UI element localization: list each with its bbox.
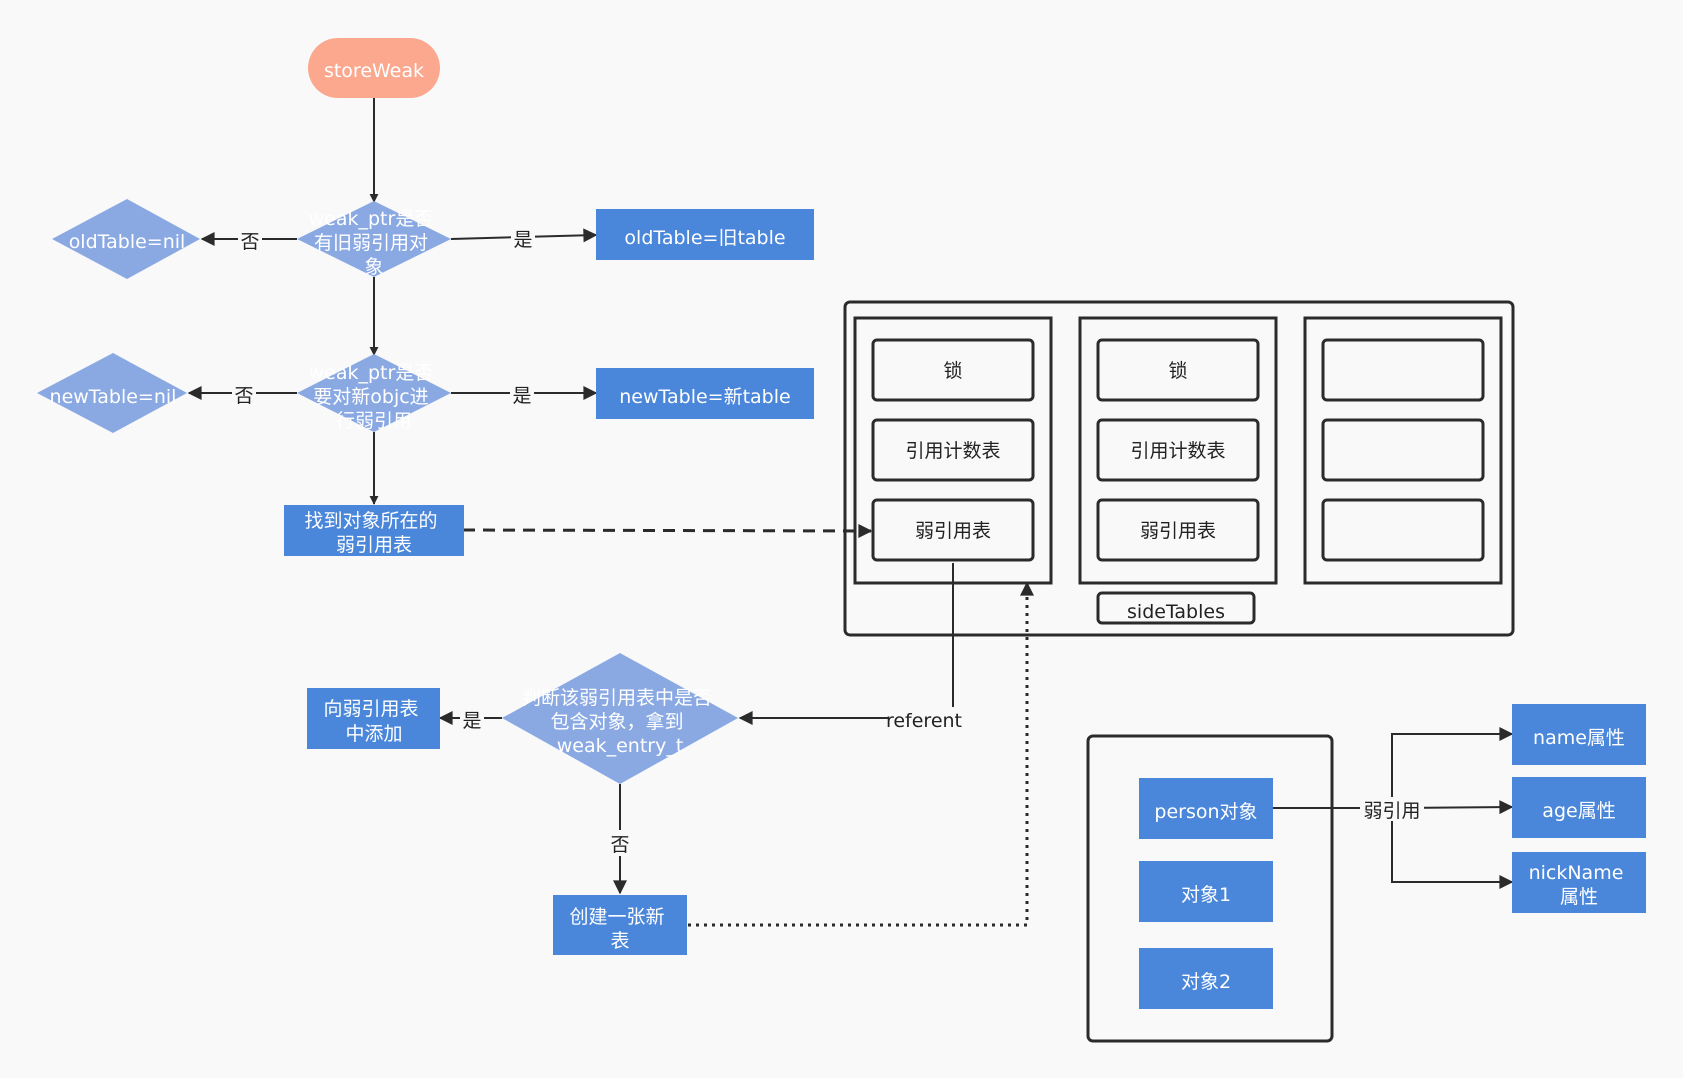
side-table-3-weak	[1321, 498, 1485, 562]
object-1-node: 对象1	[1139, 861, 1273, 922]
old-nil-label: oldTable=nil	[69, 231, 186, 253]
label-new-yes: 是	[512, 385, 531, 407]
svg-text:向弱引用表 中添加: 向弱引用表 中添加	[323, 698, 424, 745]
person-object-label: person对象	[1154, 801, 1257, 823]
side-table-1	[853, 316, 1053, 585]
add-to-table-node: 向弱引用表 中添加	[307, 688, 440, 749]
side-table-1-refcount-label: 引用计数表	[905, 440, 1000, 462]
find-table-node: 找到对象所在的 弱引用表	[284, 505, 464, 556]
decision-old-node: weak_ptr是否 有旧弱引用对 象	[297, 201, 451, 278]
objects-container	[1086, 734, 1334, 1043]
old-nil-node: oldTable=nil	[52, 199, 200, 279]
svg-text:weak_ptr是否 要对新objc进: weak_ptr是否 要对新objc进 行弱引用	[309, 362, 440, 432]
side-tables-container	[843, 300, 1515, 637]
label-referent: referent	[886, 710, 962, 732]
find-table-line-2: 弱引用表	[336, 534, 412, 556]
object-1-label: 对象1	[1181, 884, 1231, 906]
decision-old-line-2: 有旧弱引用对	[314, 232, 428, 254]
side-table-1-refcount	[871, 418, 1035, 482]
label-weak-ref: 弱引用	[1363, 800, 1420, 822]
edge-find-to-weaktable	[462, 523, 873, 538]
side-table-2-lock-label: 锁	[1168, 360, 1187, 382]
side-table-1-lock	[871, 338, 1035, 402]
svg-text:找到对象所在的 弱引用表: 找到对象所在的 弱引用表	[304, 510, 443, 556]
decision-contains-node: 判断该弱引用表中是否 包含对象，拿到 weak_entry_t	[502, 653, 738, 784]
side-table-2-weak-label: 弱引用表	[1140, 520, 1216, 542]
age-property-label: age属性	[1542, 800, 1615, 822]
new-table-label: newTable=新table	[619, 386, 790, 408]
nickname-property-node: nickName 属性	[1512, 852, 1646, 913]
label-new-no: 否	[234, 385, 253, 407]
start-node: storeWeak	[308, 38, 440, 98]
create-table-line-2: 表	[610, 930, 629, 952]
side-table-3-refcount	[1321, 418, 1485, 482]
edge-weakref-name	[1391, 727, 1514, 808]
side-table-1-lock-label: 锁	[943, 360, 962, 382]
decision-contains-line-3: weak_entry_t	[557, 735, 684, 757]
create-table-node: 创建一张新 表	[553, 895, 687, 955]
add-to-table-line-1: 向弱引用表	[323, 698, 418, 720]
decision-old-line-1: weak_ptr是否	[309, 208, 434, 230]
side-table-2-weak	[1096, 498, 1260, 562]
side-table-1-weak	[871, 498, 1035, 562]
new-nil-label: newTable=nil	[50, 386, 177, 408]
side-table-2-lock	[1096, 338, 1260, 402]
find-table-line-1: 找到对象所在的	[304, 510, 437, 532]
decision-old-line-3: 象	[364, 256, 383, 278]
name-property-label: name属性	[1533, 727, 1625, 749]
svg-text:nickName 属性: nickName 属性	[1529, 862, 1630, 908]
add-to-table-line-2: 中添加	[345, 723, 402, 745]
decision-new-node: weak_ptr是否 要对新objc进 行弱引用	[297, 354, 451, 432]
label-contains-no: 否	[610, 834, 629, 856]
object-2-node: 对象2	[1139, 948, 1273, 1009]
svg-text:判断该弱引用表中是否 包含对象，拿到: 判断该弱引用表中是否 包含对象，拿到 weak_entry_t	[522, 687, 718, 757]
label-old-yes: 是	[513, 229, 532, 251]
person-object-node: person对象	[1139, 778, 1273, 839]
object-2-label: 对象2	[1181, 971, 1231, 993]
decision-new-line-3: 行弱引用	[336, 410, 412, 432]
label-contains-yes: 是	[462, 710, 481, 732]
svg-text:创建一张新 表: 创建一张新 表	[569, 906, 670, 952]
side-table-3-lock	[1321, 338, 1485, 402]
svg-text:weak_ptr是否 有旧弱引用对: weak_ptr是否 有旧弱引用对 象	[309, 208, 440, 278]
decision-new-line-1: weak_ptr是否	[309, 362, 434, 384]
label-old-no: 否	[240, 231, 259, 253]
edge-weakref-nickname	[1391, 808, 1514, 889]
side-tables-label: sideTables	[1127, 601, 1225, 623]
name-property-node: name属性	[1512, 704, 1646, 765]
old-table-node: oldTable=旧table	[596, 209, 814, 260]
side-table-2-refcount-label: 引用计数表	[1130, 440, 1225, 462]
side-table-1-weak-label: 弱引用表	[915, 520, 991, 542]
side-table-2-refcount	[1096, 418, 1260, 482]
create-table-line-1: 创建一张新	[569, 906, 664, 928]
side-tables-label-box	[1096, 591, 1256, 625]
side-table-3	[1303, 316, 1503, 585]
decision-contains-line-2: 包含对象，拿到	[550, 710, 683, 733]
decision-contains-line-1: 判断该弱引用表中是否	[522, 687, 712, 709]
edge-create-to-sidetable	[688, 581, 1034, 927]
new-table-node: newTable=新table	[596, 368, 814, 419]
age-property-node: age属性	[1512, 777, 1646, 838]
new-nil-node: newTable=nil	[37, 353, 187, 433]
side-table-2	[1078, 316, 1278, 585]
nickname-property-line-2: 属性	[1560, 886, 1598, 908]
decision-new-line-2: 要对新objc进	[313, 386, 428, 408]
start-label: storeWeak	[324, 60, 424, 82]
nickname-property-line-1: nickName	[1529, 862, 1624, 884]
old-table-label: oldTable=旧table	[624, 227, 785, 249]
